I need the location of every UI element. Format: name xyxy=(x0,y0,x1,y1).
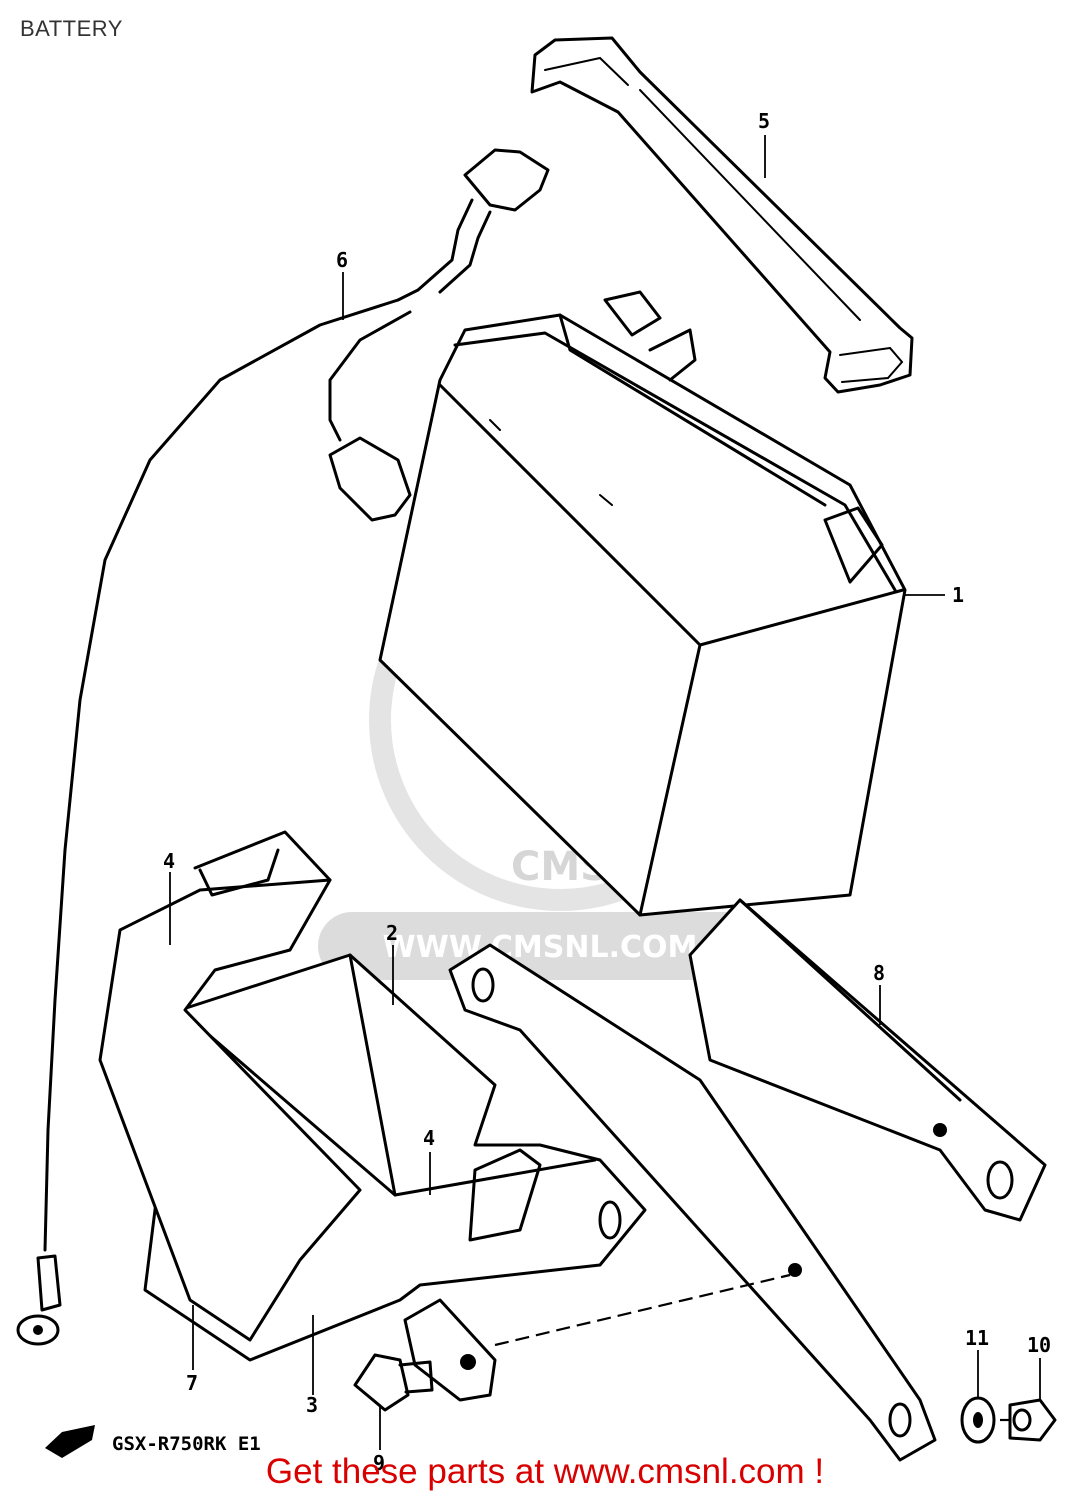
part-11-washer[interactable] xyxy=(960,1396,996,1444)
part-5-battery-strap[interactable] xyxy=(530,36,914,394)
callout-9: 9 xyxy=(373,1451,385,1475)
part-8-bracket[interactable] xyxy=(688,898,1047,1222)
mounting-strap[interactable] xyxy=(448,943,937,1462)
callout-3: 3 xyxy=(306,1393,318,1417)
fastening-axis xyxy=(494,1273,791,1347)
callout-2: 2 xyxy=(386,921,398,945)
model-code: GSX-R750RK E1 xyxy=(112,1433,261,1455)
callout-5: 5 xyxy=(758,109,770,133)
page-title: BATTERY xyxy=(20,16,123,41)
callout-7: 7 xyxy=(186,1371,198,1395)
callout-10: 10 xyxy=(1027,1333,1051,1357)
leader-lines xyxy=(169,135,1041,1450)
part-7-tray[interactable] xyxy=(98,830,542,1342)
callout-6: 6 xyxy=(336,248,348,272)
model-label: GSX-R750RK E1 xyxy=(45,1425,261,1458)
part-6-cable[interactable] xyxy=(16,148,550,1346)
part-1-battery[interactable] xyxy=(378,290,907,917)
footer-shop-link[interactable]: Get these parts at www.cmsnl.com ! xyxy=(265,1452,825,1491)
watermark-url: WWW.CMSNL.COM xyxy=(383,930,698,965)
callout-11: 11 xyxy=(965,1326,989,1350)
part-10-nut[interactable] xyxy=(1008,1398,1057,1442)
front-arrow-icon xyxy=(45,1425,95,1458)
callout-1: 1 xyxy=(952,583,964,607)
part-4-tab-lower[interactable] xyxy=(403,1298,497,1402)
callout-4-upper: 4 xyxy=(163,849,175,873)
callout-4-lower: 4 xyxy=(423,1126,435,1150)
part-9-bolt[interactable] xyxy=(353,1353,434,1412)
callout-8: 8 xyxy=(873,961,885,985)
callouts: 1 2 3 4 4 5 6 7 8 9 10 11 xyxy=(163,109,1051,1475)
